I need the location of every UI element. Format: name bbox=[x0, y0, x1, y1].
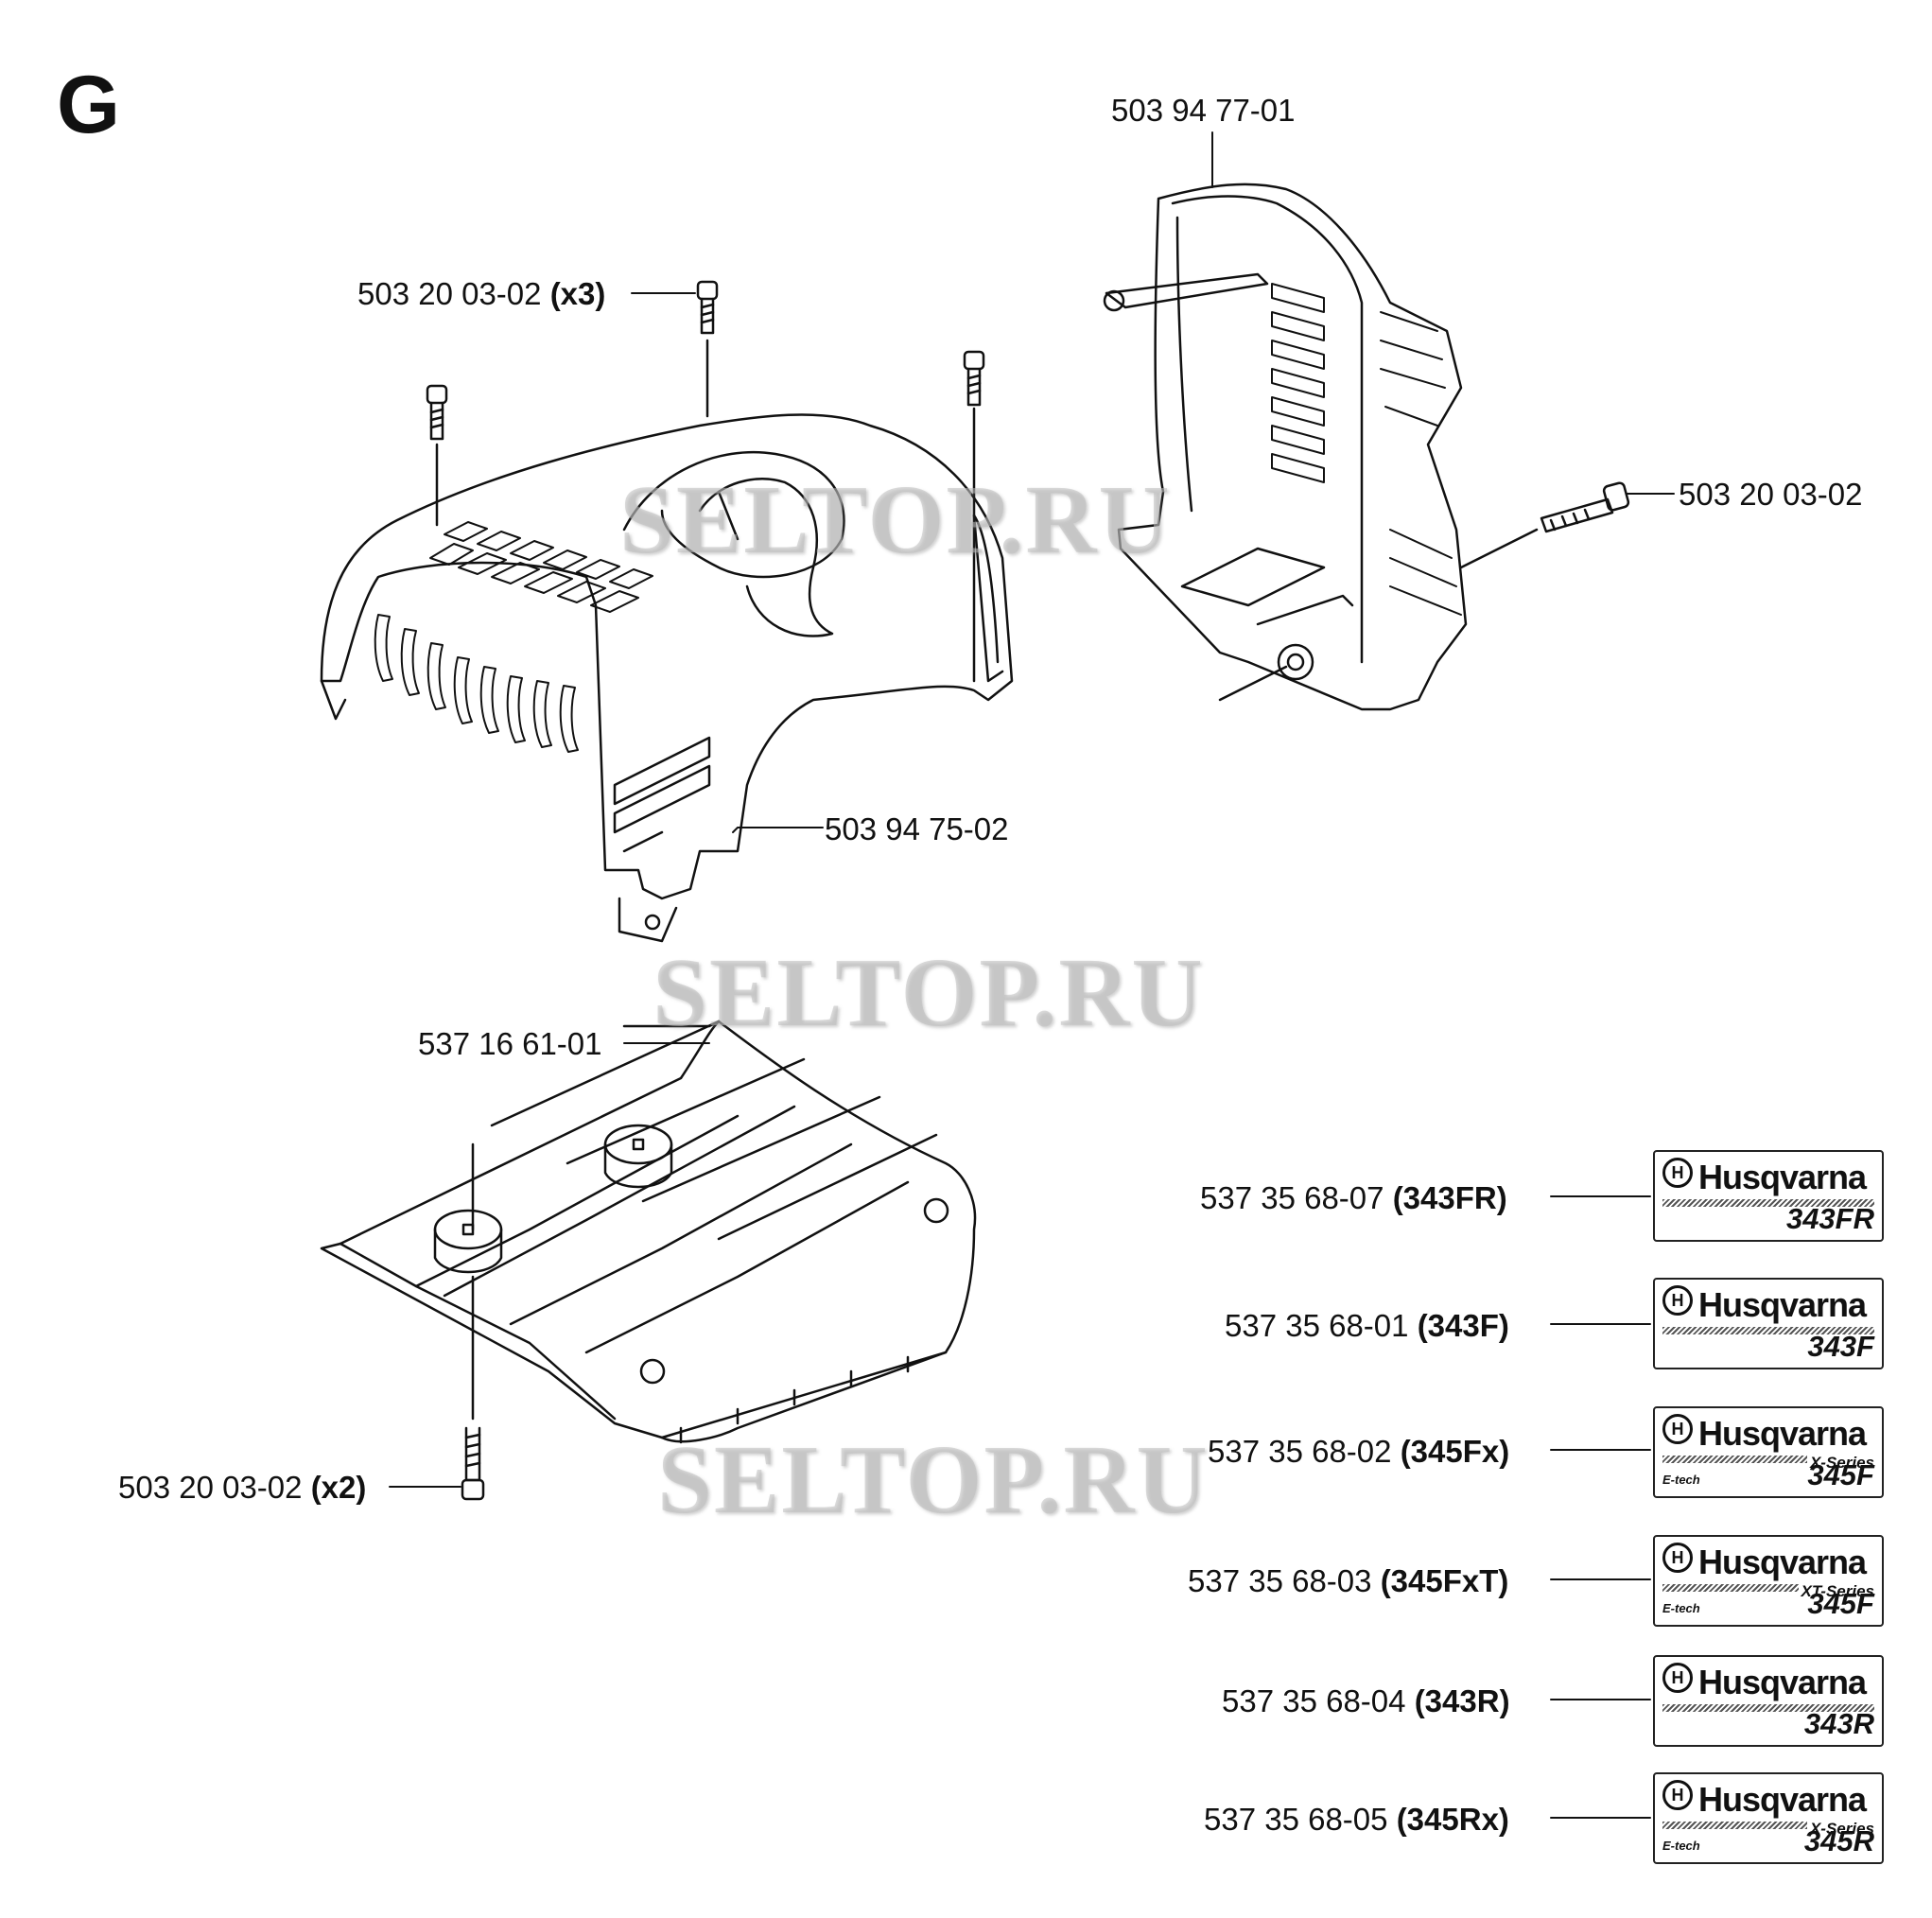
decal-brand: Husqvarna bbox=[1698, 1285, 1867, 1324]
decal-stripe bbox=[1662, 1327, 1874, 1334]
decal-label-6: 537 35 68-05 (345Rx) bbox=[1204, 1802, 1509, 1837]
decal-345fxt: H Husqvarna XT-Series E-tech 345F bbox=[1653, 1535, 1884, 1627]
top-screws-drawing bbox=[426, 280, 985, 683]
decal-model: 345F bbox=[1807, 1587, 1874, 1620]
decal-stripe bbox=[1662, 1822, 1874, 1829]
decal-series: X-Series bbox=[1806, 1454, 1874, 1473]
decal-stripe bbox=[1662, 1199, 1874, 1207]
husqvarna-crown-logo-icon: H bbox=[1662, 1780, 1693, 1810]
decal-label-1: 537 35 68-07 (343FR) bbox=[1200, 1180, 1507, 1215]
decal-label-2: 537 35 68-01 (343F) bbox=[1225, 1308, 1509, 1343]
decal-brand: Husqvarna bbox=[1698, 1158, 1867, 1196]
decal-stripe bbox=[1662, 1584, 1874, 1592]
decal-stripe bbox=[1662, 1456, 1874, 1463]
decal-series: X-Series bbox=[1806, 1820, 1874, 1839]
decal-label-4: 537 35 68-03 (345FxT) bbox=[1188, 1563, 1509, 1598]
decal-brand: Husqvarna bbox=[1698, 1543, 1867, 1581]
decal-model: 345F bbox=[1807, 1458, 1874, 1491]
husqvarna-crown-logo-icon: H bbox=[1662, 1543, 1693, 1573]
decal-stripe bbox=[1662, 1704, 1874, 1712]
husqvarna-crown-logo-icon: H bbox=[1662, 1158, 1693, 1188]
decal-etech: E-tech bbox=[1662, 1473, 1700, 1487]
decal-etech: E-tech bbox=[1662, 1601, 1700, 1615]
decal-brand: Husqvarna bbox=[1698, 1780, 1867, 1819]
leader-lines bbox=[389, 131, 1675, 1819]
husqvarna-crown-logo-icon: H bbox=[1662, 1414, 1693, 1444]
label-screw-bottom: 503 20 03-02 (x2) bbox=[118, 1470, 367, 1505]
bottom-plate-drawing bbox=[320, 1020, 977, 1444]
label-screw-top: 503 20 03-02 (x3) bbox=[357, 276, 606, 311]
label-bottom-plate: 537 16 61-01 bbox=[418, 1026, 602, 1061]
decal-brand: Husqvarna bbox=[1698, 1414, 1867, 1453]
decal-343f: H Husqvarna 343F bbox=[1653, 1278, 1884, 1369]
decal-model: 345R bbox=[1803, 1824, 1874, 1857]
decal-brand: Husqvarna bbox=[1698, 1663, 1867, 1701]
label-front-cover: 503 94 77-01 bbox=[1111, 93, 1296, 128]
decal-etech: E-tech bbox=[1662, 1839, 1700, 1853]
front-cover-drawing bbox=[1103, 183, 1468, 711]
decal-345fx: H Husqvarna X-Series E-tech 345F bbox=[1653, 1406, 1884, 1498]
decal-343r: H Husqvarna 343R bbox=[1653, 1655, 1884, 1747]
decal-series: XT-Series bbox=[1798, 1582, 1874, 1601]
husqvarna-crown-logo-icon: H bbox=[1662, 1663, 1693, 1693]
section-letter: G bbox=[57, 60, 120, 150]
decal-343fr: H Husqvarna 343FR bbox=[1653, 1150, 1884, 1242]
decal-label-3: 537 35 68-02 (345Fx) bbox=[1208, 1434, 1510, 1469]
top-cover-drawing bbox=[320, 413, 1014, 943]
husqvarna-crown-logo-icon: H bbox=[1662, 1285, 1693, 1316]
bottom-screw-drawing bbox=[461, 1426, 485, 1501]
label-screw-side: 503 20 03-02 bbox=[1679, 477, 1863, 512]
decal-label-5: 537 35 68-04 (343R) bbox=[1222, 1683, 1510, 1718]
label-top-cover: 503 94 75-02 bbox=[825, 811, 1009, 846]
side-screw-drawing bbox=[1459, 481, 1630, 569]
decal-model: 343R bbox=[1803, 1707, 1874, 1740]
decal-345rx: H Husqvarna X-Series E-tech 345R bbox=[1653, 1772, 1884, 1864]
decal-model: 343F bbox=[1807, 1330, 1874, 1363]
decal-model: 343FR bbox=[1785, 1202, 1874, 1235]
